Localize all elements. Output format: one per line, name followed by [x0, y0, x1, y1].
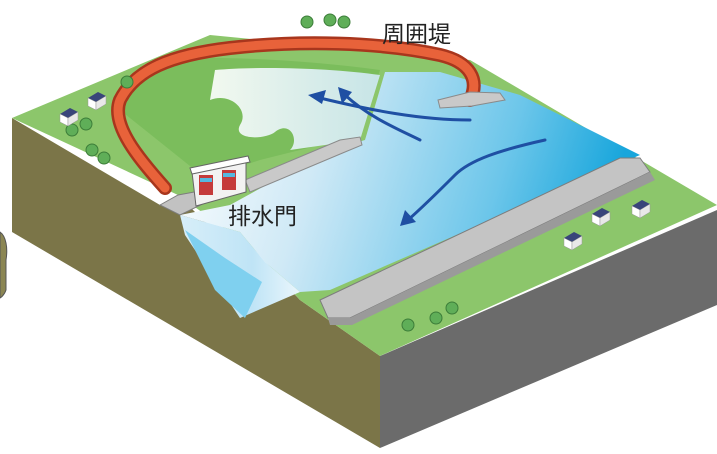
drain-channel [180, 215, 300, 318]
house [87, 92, 107, 111]
sluice-gate [189, 155, 251, 207]
main-levee-shade [328, 172, 655, 325]
drain-channel-water [185, 230, 262, 318]
house [631, 200, 651, 219]
flow-arrows [308, 87, 547, 226]
flow-arrow-1 [318, 96, 472, 122]
edge-object [0, 231, 8, 299]
flow-arrow-2 [343, 93, 422, 142]
house [563, 232, 583, 251]
ring-levee-top [113, 38, 479, 193]
flow-arrow-3 [406, 138, 547, 222]
upper-levee [437, 91, 506, 109]
ground-side-front [380, 210, 717, 448]
ring-levee-label: 周囲堤 [382, 22, 451, 48]
trees [65, 13, 459, 332]
ground-side-left [12, 118, 380, 448]
house [59, 108, 79, 127]
sluice-gate-label: 排水門 [228, 204, 297, 230]
houses [59, 92, 651, 251]
inner-water [210, 67, 380, 150]
house [591, 208, 611, 227]
inner-levee [244, 136, 363, 193]
river-water [180, 72, 640, 292]
